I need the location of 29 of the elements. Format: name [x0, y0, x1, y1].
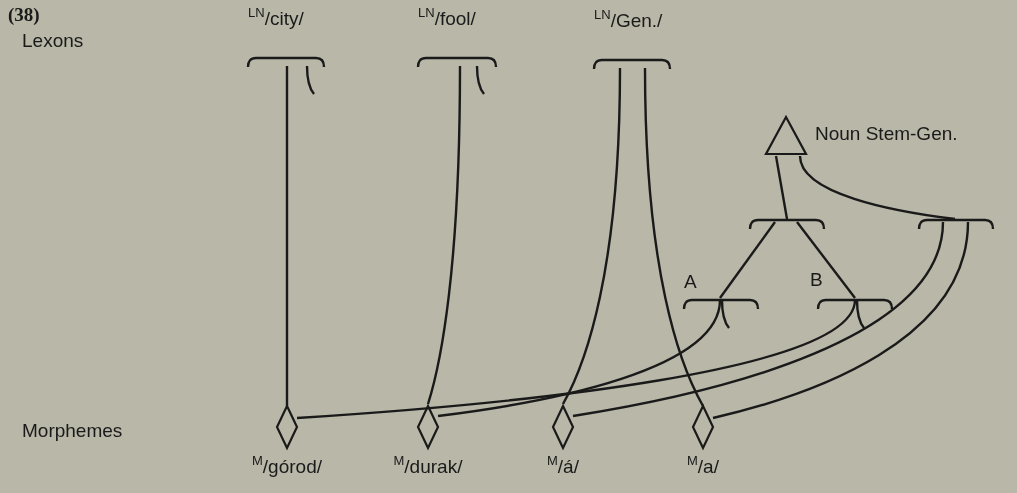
node-label: $^{M}$/á/ [547, 454, 579, 478]
node-label: $^{LN}$/city/ [248, 6, 304, 30]
connector-line [426, 66, 462, 405]
connector-line [712, 221, 970, 420]
connector-line [719, 221, 776, 299]
connector-line [285, 66, 289, 406]
level-label: Lexons [22, 30, 84, 52]
node-label: A [684, 272, 697, 293]
connector-line [796, 221, 856, 299]
connector-line [437, 299, 722, 418]
connector-line [572, 221, 945, 418]
node-label: Noun Stem-Gen. [815, 124, 958, 145]
connector-line [643, 68, 705, 407]
connector-line [561, 68, 622, 405]
connector-line [774, 155, 789, 220]
node-label: $^{LN}$/Gen./ [594, 8, 663, 32]
connector-line [305, 65, 315, 95]
connector-line [296, 299, 857, 420]
figure-number: (38) [8, 4, 40, 26]
connector-line [475, 65, 485, 95]
node-label: $^{LN}$/fool/ [418, 6, 476, 30]
node-label: $^{M}$/a/ [687, 454, 719, 478]
node-label: $^{M}$/durak/ [393, 454, 463, 478]
connector-line [855, 299, 865, 329]
level-label: Morphemes [22, 420, 123, 442]
connector-line [720, 299, 730, 329]
node-label: $^{M}$/górod/ [252, 454, 322, 478]
connector-line [798, 155, 956, 221]
node-label: B [810, 270, 823, 291]
